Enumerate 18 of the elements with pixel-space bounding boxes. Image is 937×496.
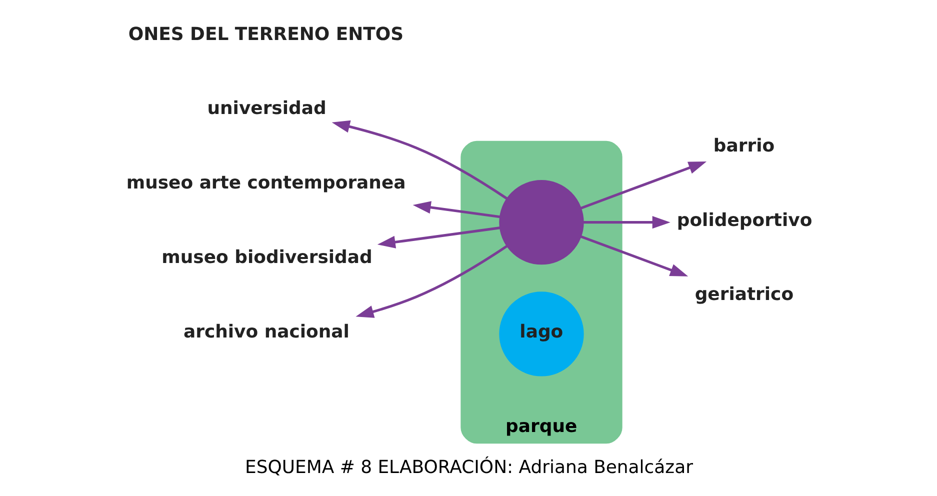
node-circle <box>498 180 584 265</box>
node-text: museo arte contemporanea <box>126 172 406 194</box>
node-text: universidad <box>206 98 326 120</box>
arrow <box>331 120 508 200</box>
arrow <box>580 235 688 276</box>
arrow <box>580 161 706 210</box>
node-circle: lago <box>498 292 584 376</box>
arrow <box>582 216 670 229</box>
node-text: barrio <box>712 135 774 156</box>
node-text: archivo nacional <box>183 321 349 342</box>
arrow <box>355 244 508 318</box>
caption: ESQUEMA # 8 ELABORACIÓN: Adriana Benalcázar <box>244 456 692 478</box>
arrow <box>412 201 500 218</box>
node-text: museo biodiversidad <box>161 247 372 268</box>
node-text: polideportivo <box>676 210 812 231</box>
arrow <box>376 226 500 248</box>
node-text: geriatrico <box>694 284 794 306</box>
label: ONES DEL TERRENO ENTOS <box>128 24 404 45</box>
